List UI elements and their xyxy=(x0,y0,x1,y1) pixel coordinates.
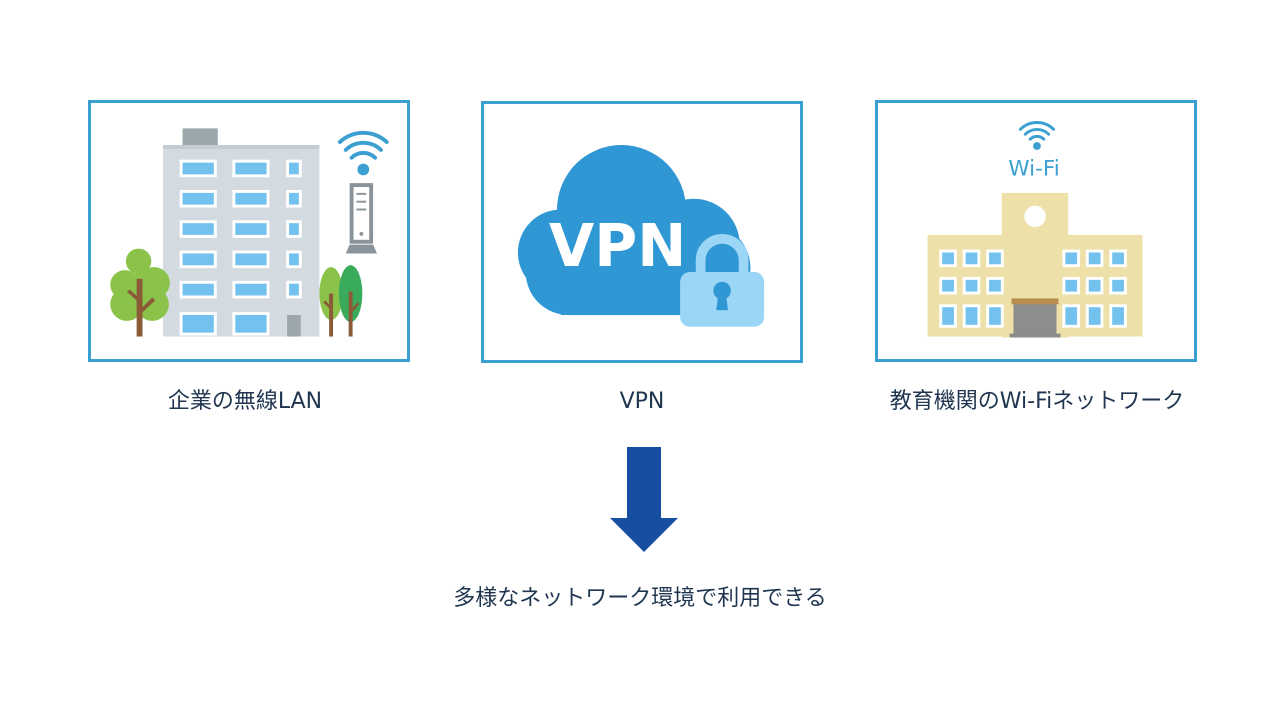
vpn-caption: VPN xyxy=(619,389,665,414)
conclusion-text: 多様なネットワーク環境で利用できる xyxy=(453,586,827,611)
vpn-cloud-text: VPN xyxy=(549,212,686,280)
cloud-icon xyxy=(517,145,751,316)
school-building-illustration: Wi-Fi xyxy=(927,121,1143,338)
office-wireless-lan-caption: 企業の無線LAN xyxy=(167,389,323,414)
office-windows xyxy=(179,159,302,336)
wifi-router-icon xyxy=(337,130,389,254)
vpn-panel: VPN xyxy=(481,101,803,363)
wifi-icon xyxy=(1018,121,1056,150)
school-wifi-panel: Wi-Fi xyxy=(875,100,1197,362)
office-building-illustration xyxy=(110,128,389,337)
tree-icon xyxy=(319,265,363,337)
office-wireless-lan-panel xyxy=(88,100,410,362)
vpn-cloud-illustration: VPN xyxy=(517,145,765,327)
tree-icon xyxy=(110,248,170,337)
down-arrow-icon xyxy=(610,447,678,552)
school-wifi-caption: 教育機関のWi-Fiネットワーク xyxy=(889,389,1185,414)
school-windows xyxy=(939,249,1127,328)
wifi-label: Wi-Fi xyxy=(1008,156,1059,181)
lock-icon xyxy=(680,233,765,327)
